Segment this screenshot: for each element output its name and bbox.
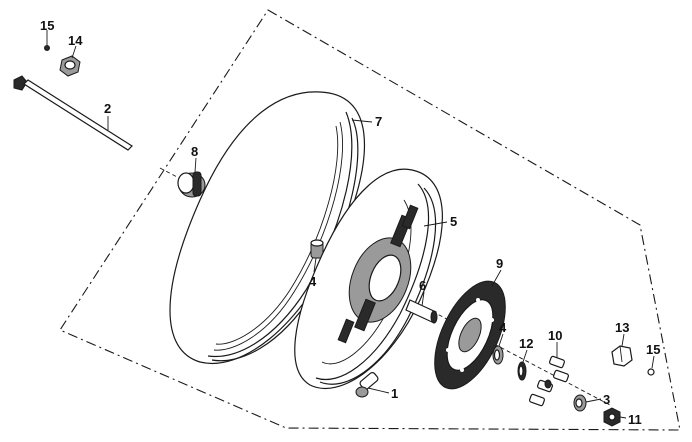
part-2-axle[interactable] (13, 75, 133, 151)
callout-6: 6 (419, 278, 426, 293)
part-4-spacer-left[interactable] (310, 239, 324, 259)
part-12-bushing[interactable] (517, 361, 527, 381)
part-3-washer[interactable] (573, 394, 587, 412)
callout-15-right: 15 (646, 342, 660, 357)
part-1-valve-stem[interactable] (355, 371, 379, 398)
callout-4-right: 4 (499, 320, 507, 335)
callout-12: 12 (519, 336, 533, 351)
part-15-cotter-pin[interactable] (44, 45, 50, 51)
part-9-brake-disc[interactable] (420, 271, 520, 400)
part-13-nut[interactable] (611, 345, 633, 367)
part-10-disc-bolts[interactable] (529, 355, 569, 407)
leader-lines (46, 30, 655, 419)
assembly-boundary (59, 9, 681, 431)
part-15-pin-right[interactable] (647, 368, 655, 376)
callout-15-left: 15 (40, 18, 54, 33)
callout-14: 14 (68, 33, 83, 48)
part-6-collar[interactable] (405, 299, 438, 324)
callout-5: 5 (450, 214, 457, 229)
callout-7: 7 (375, 114, 382, 129)
callout-4-left: 4 (309, 274, 317, 289)
callout-9: 9 (496, 256, 503, 271)
part-14-nut[interactable] (59, 55, 81, 77)
callout-13: 13 (615, 320, 629, 335)
part-11-axle-nut[interactable] (603, 407, 621, 427)
callout-1: 1 (391, 386, 398, 401)
callout-10: 10 (548, 328, 562, 343)
callout-3: 3 (603, 392, 610, 407)
part-5-rim[interactable] (294, 168, 443, 390)
callout-2: 2 (104, 101, 111, 116)
callout-11: 11 (628, 412, 642, 427)
part-8-collar[interactable] (177, 171, 206, 198)
part-4-spacer-right[interactable] (492, 345, 504, 365)
callout-8: 8 (191, 144, 198, 159)
